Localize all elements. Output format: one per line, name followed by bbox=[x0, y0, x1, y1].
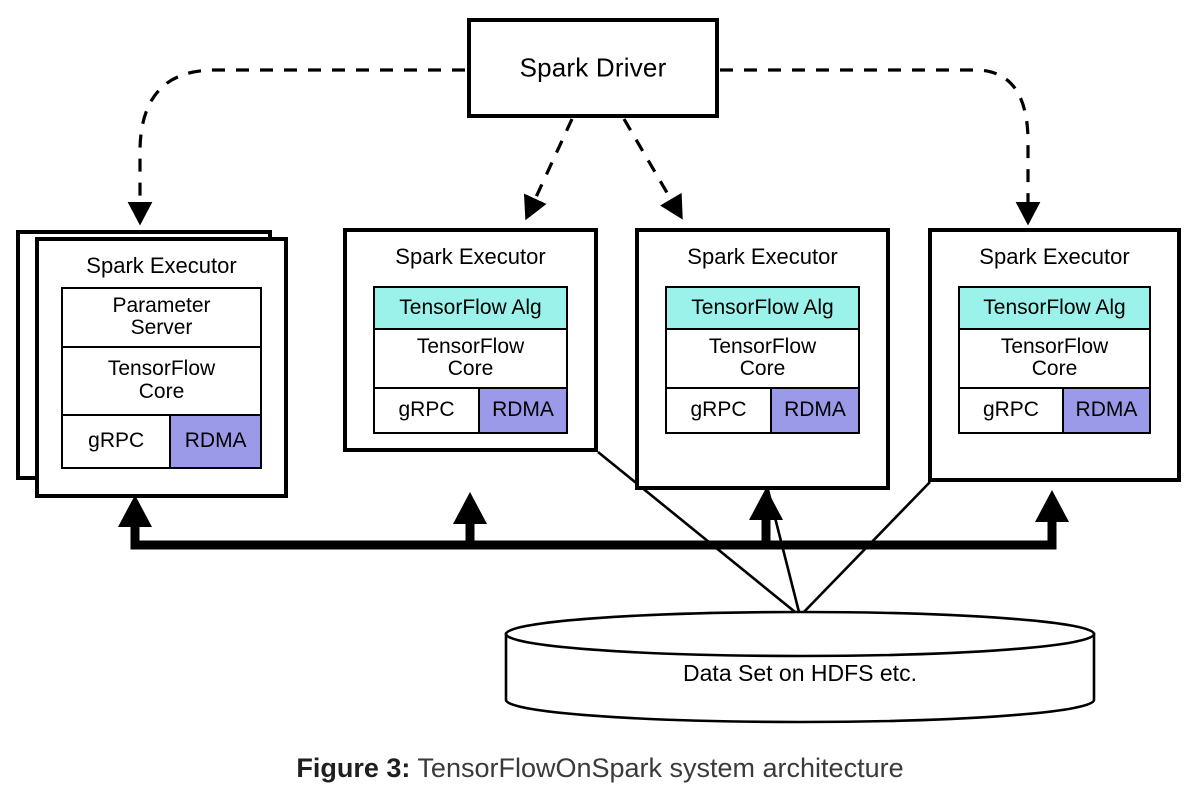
tensorflow-core-line-2: Core bbox=[138, 379, 185, 403]
connector-hdfs-to-executor-3 bbox=[766, 489, 802, 617]
hdfs-datastore-label: Data Set on HDFS etc. bbox=[683, 660, 917, 686]
executor-3-software-stack: TensorFlow Alg TensorFlow Core gRPC RDMA bbox=[665, 286, 860, 434]
spark-executor-3-box[interactable]: Spark Executor TensorFlow Alg TensorFlow… bbox=[635, 228, 890, 490]
parameter-server-block: Parameter Server bbox=[63, 289, 260, 348]
bus-arrow-executor-1 bbox=[118, 495, 152, 545]
figure-caption: Figure 3: TensorFlowOnSpark system archi… bbox=[0, 753, 1200, 784]
parameter-server-line-1: Parameter bbox=[112, 293, 211, 317]
spark-executor-4-box[interactable]: Spark Executor TensorFlow Alg TensorFlow… bbox=[928, 228, 1181, 482]
tensorflow-core-line-2: Core bbox=[739, 357, 786, 381]
connector-hdfs-to-executor-2 bbox=[597, 450, 801, 618]
rdma-cell: RDMA bbox=[171, 416, 260, 467]
bus-arrow-executor-4 bbox=[1035, 490, 1069, 545]
tensorflow-core-line-1: TensorFlow bbox=[708, 334, 817, 358]
connector-driver-to-executor-1 bbox=[127, 68, 465, 226]
connector-hdfs-to-executor-4 bbox=[799, 481, 931, 617]
tensorflow-core-block: TensorFlow Core bbox=[63, 348, 260, 417]
grpc-cell: gRPC bbox=[375, 388, 481, 432]
tensorflow-core-line-2: Core bbox=[447, 357, 494, 381]
rdma-cell: RDMA bbox=[772, 388, 858, 432]
tensorflow-core-block: TensorFlow Core bbox=[667, 330, 858, 389]
grpc-cell: gRPC bbox=[63, 416, 172, 467]
transport-block: gRPC RDMA bbox=[960, 388, 1149, 432]
executor-2-software-stack: TensorFlow Alg TensorFlow Core gRPC RDMA bbox=[373, 286, 568, 434]
connector-driver-to-executor-4 bbox=[720, 68, 1041, 226]
bus-arrow-executor-2 bbox=[453, 492, 487, 545]
executor-3-title: Spark Executor bbox=[687, 244, 838, 269]
tensorflow-alg-label: TensorFlow Alg bbox=[983, 295, 1126, 319]
executor-2-title: Spark Executor bbox=[395, 244, 546, 269]
bus-arrow-executor-3 bbox=[749, 488, 783, 545]
connector-driver-to-executor-2 bbox=[523, 118, 574, 221]
transport-block: gRPC RDMA bbox=[375, 388, 566, 432]
tensorflow-core-block: TensorFlow Core bbox=[375, 330, 566, 389]
tensorflow-alg-block: TensorFlow Alg bbox=[667, 288, 858, 330]
figure-caption-text: TensorFlowOnSpark system architecture bbox=[417, 753, 904, 783]
tensorflow-core-block: TensorFlow Core bbox=[960, 330, 1149, 389]
parameter-server-line-2: Server bbox=[130, 316, 193, 340]
tensorflow-alg-label: TensorFlow Alg bbox=[691, 295, 834, 319]
figure-caption-label: Figure 3: bbox=[296, 753, 411, 783]
tensorflow-core-line-2: Core bbox=[1031, 357, 1078, 381]
transport-block: gRPC RDMA bbox=[63, 416, 260, 467]
tensorflow-core-line-1: TensorFlow bbox=[1000, 334, 1109, 358]
tensorflow-core-line-1: TensorFlow bbox=[107, 357, 216, 381]
spark-driver-label: Spark Driver bbox=[519, 52, 667, 83]
spark-driver-box[interactable]: Spark Driver bbox=[467, 18, 719, 118]
transport-block: gRPC RDMA bbox=[667, 388, 858, 432]
hdfs-cylinder-shape bbox=[504, 610, 1096, 724]
executor-1-software-stack: Parameter Server TensorFlow Core gRPC RD… bbox=[61, 287, 262, 469]
spark-executor-2-box[interactable]: Spark Executor TensorFlow Alg TensorFlow… bbox=[343, 228, 598, 452]
grpc-cell: gRPC bbox=[960, 388, 1064, 432]
rdma-cell: RDMA bbox=[1063, 388, 1149, 432]
connector-driver-to-executor-3 bbox=[622, 118, 683, 220]
rdma-cell: RDMA bbox=[480, 388, 566, 432]
tensorflow-core-line-1: TensorFlow bbox=[416, 334, 525, 358]
tensorflow-alg-block: TensorFlow Alg bbox=[375, 288, 566, 330]
spark-executor-1-box[interactable]: Spark Executor Parameter Server TensorFl… bbox=[35, 237, 288, 498]
executor-1-title: Spark Executor bbox=[86, 253, 237, 278]
tensorflow-alg-block: TensorFlow Alg bbox=[960, 288, 1149, 330]
executor-4-title: Spark Executor bbox=[979, 244, 1130, 269]
tensorflow-alg-label: TensorFlow Alg bbox=[399, 295, 542, 319]
grpc-cell: gRPC bbox=[667, 388, 773, 432]
executor-4-software-stack: TensorFlow Alg TensorFlow Core gRPC RDMA bbox=[958, 286, 1151, 434]
